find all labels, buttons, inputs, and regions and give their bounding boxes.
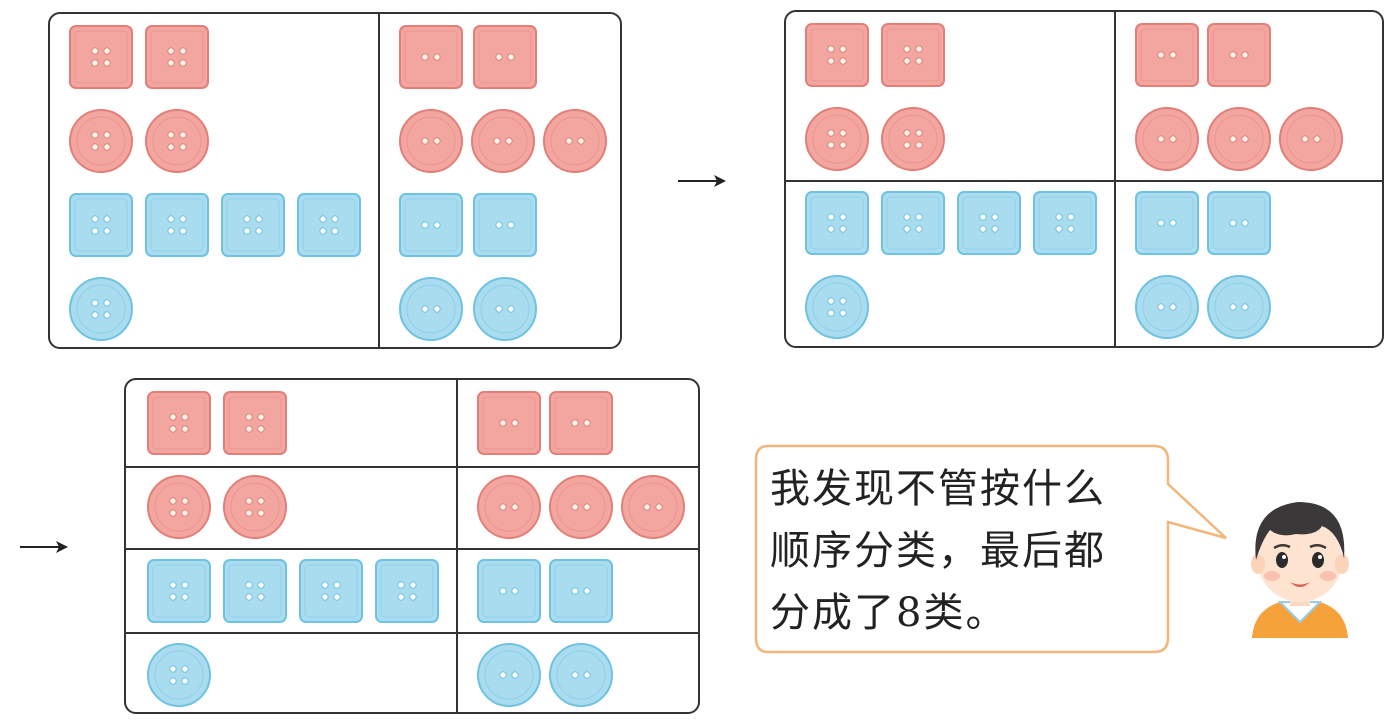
boy-icon: [1251, 502, 1349, 638]
speech-line-1: 我发现不管按什么: [770, 466, 1106, 512]
button-pink-square-2hole-icon: [472, 24, 538, 94]
button-blue-square-2hole-icon: [398, 192, 464, 262]
speech-text: 我发现不管按什么 顺序分类，最后都 分成了8类。: [770, 458, 1170, 644]
button-pink-round-4hole-icon: [146, 474, 212, 544]
divider-horizontal: [126, 466, 698, 468]
button-blue-round-2hole-icon: [1134, 274, 1200, 344]
button-pink-round-2hole-icon: [548, 474, 614, 544]
button-blue-round-4hole-icon: [146, 642, 212, 712]
button-blue-square-2hole-icon: [1134, 190, 1200, 260]
divider-horizontal: [786, 180, 1382, 182]
button-blue-round-2hole-icon: [398, 276, 464, 346]
button-blue-round-4hole-icon: [804, 274, 870, 344]
button-pink-round-4hole-icon: [68, 108, 134, 178]
button-blue-square-4hole-icon: [956, 190, 1022, 260]
button-pink-square-4hole-icon: [804, 22, 870, 92]
button-blue-square-4hole-icon: [880, 190, 946, 260]
arrow-right-icon: [20, 541, 68, 553]
button-blue-square-4hole-icon: [220, 192, 286, 262]
button-pink-round-4hole-icon: [880, 106, 946, 176]
button-pink-square-2hole-icon: [476, 390, 542, 460]
button-pink-round-2hole-icon: [476, 474, 542, 544]
button-blue-square-4hole-icon: [68, 192, 134, 262]
button-pink-round-2hole-icon: [1206, 106, 1272, 176]
button-pink-square-4hole-icon: [880, 22, 946, 92]
button-blue-square-2hole-icon: [548, 558, 614, 628]
divider-horizontal: [126, 548, 698, 550]
button-blue-square-4hole-icon: [146, 558, 212, 628]
button-pink-round-4hole-icon: [222, 474, 288, 544]
button-blue-square-4hole-icon: [804, 190, 870, 260]
button-pink-square-2hole-icon: [1206, 22, 1272, 92]
button-blue-square-4hole-icon: [144, 192, 210, 262]
panel-stage-2: [784, 10, 1384, 348]
button-pink-round-2hole-icon: [1278, 106, 1344, 176]
divider-vertical: [378, 14, 380, 347]
speech-line-3: 分成了8类。: [770, 590, 1008, 636]
button-blue-square-2hole-icon: [472, 192, 538, 262]
button-blue-square-4hole-icon: [296, 192, 362, 262]
button-blue-round-4hole-icon: [68, 276, 134, 346]
button-blue-round-2hole-icon: [1206, 274, 1272, 344]
arrow-right-icon: [678, 175, 726, 187]
button-pink-round-4hole-icon: [804, 106, 870, 176]
button-pink-square-4hole-icon: [68, 24, 134, 94]
divider-vertical: [1114, 12, 1116, 346]
button-pink-square-4hole-icon: [222, 390, 288, 460]
button-blue-square-2hole-icon: [476, 558, 542, 628]
button-blue-square-4hole-icon: [374, 558, 440, 628]
button-pink-round-2hole-icon: [470, 108, 536, 178]
button-blue-square-4hole-icon: [1032, 190, 1098, 260]
button-pink-square-2hole-icon: [548, 390, 614, 460]
button-blue-square-4hole-icon: [298, 558, 364, 628]
button-blue-round-2hole-icon: [472, 276, 538, 346]
button-pink-square-2hole-icon: [1134, 22, 1200, 92]
divider-horizontal: [126, 632, 698, 634]
button-pink-round-2hole-icon: [620, 474, 686, 544]
speech-bubble: [754, 444, 1227, 654]
speech-line-2: 顺序分类，最后都: [770, 528, 1106, 574]
button-pink-round-2hole-icon: [398, 108, 464, 178]
button-pink-round-2hole-icon: [1134, 106, 1200, 176]
button-blue-round-2hole-icon: [476, 642, 542, 712]
button-pink-square-4hole-icon: [146, 390, 212, 460]
divider-vertical: [456, 380, 458, 712]
button-pink-round-4hole-icon: [144, 108, 210, 178]
button-blue-square-4hole-icon: [222, 558, 288, 628]
button-blue-square-2hole-icon: [1206, 190, 1272, 260]
button-blue-round-2hole-icon: [548, 642, 614, 712]
button-pink-square-2hole-icon: [398, 24, 464, 94]
button-pink-round-2hole-icon: [542, 108, 608, 178]
button-pink-square-4hole-icon: [144, 24, 210, 94]
